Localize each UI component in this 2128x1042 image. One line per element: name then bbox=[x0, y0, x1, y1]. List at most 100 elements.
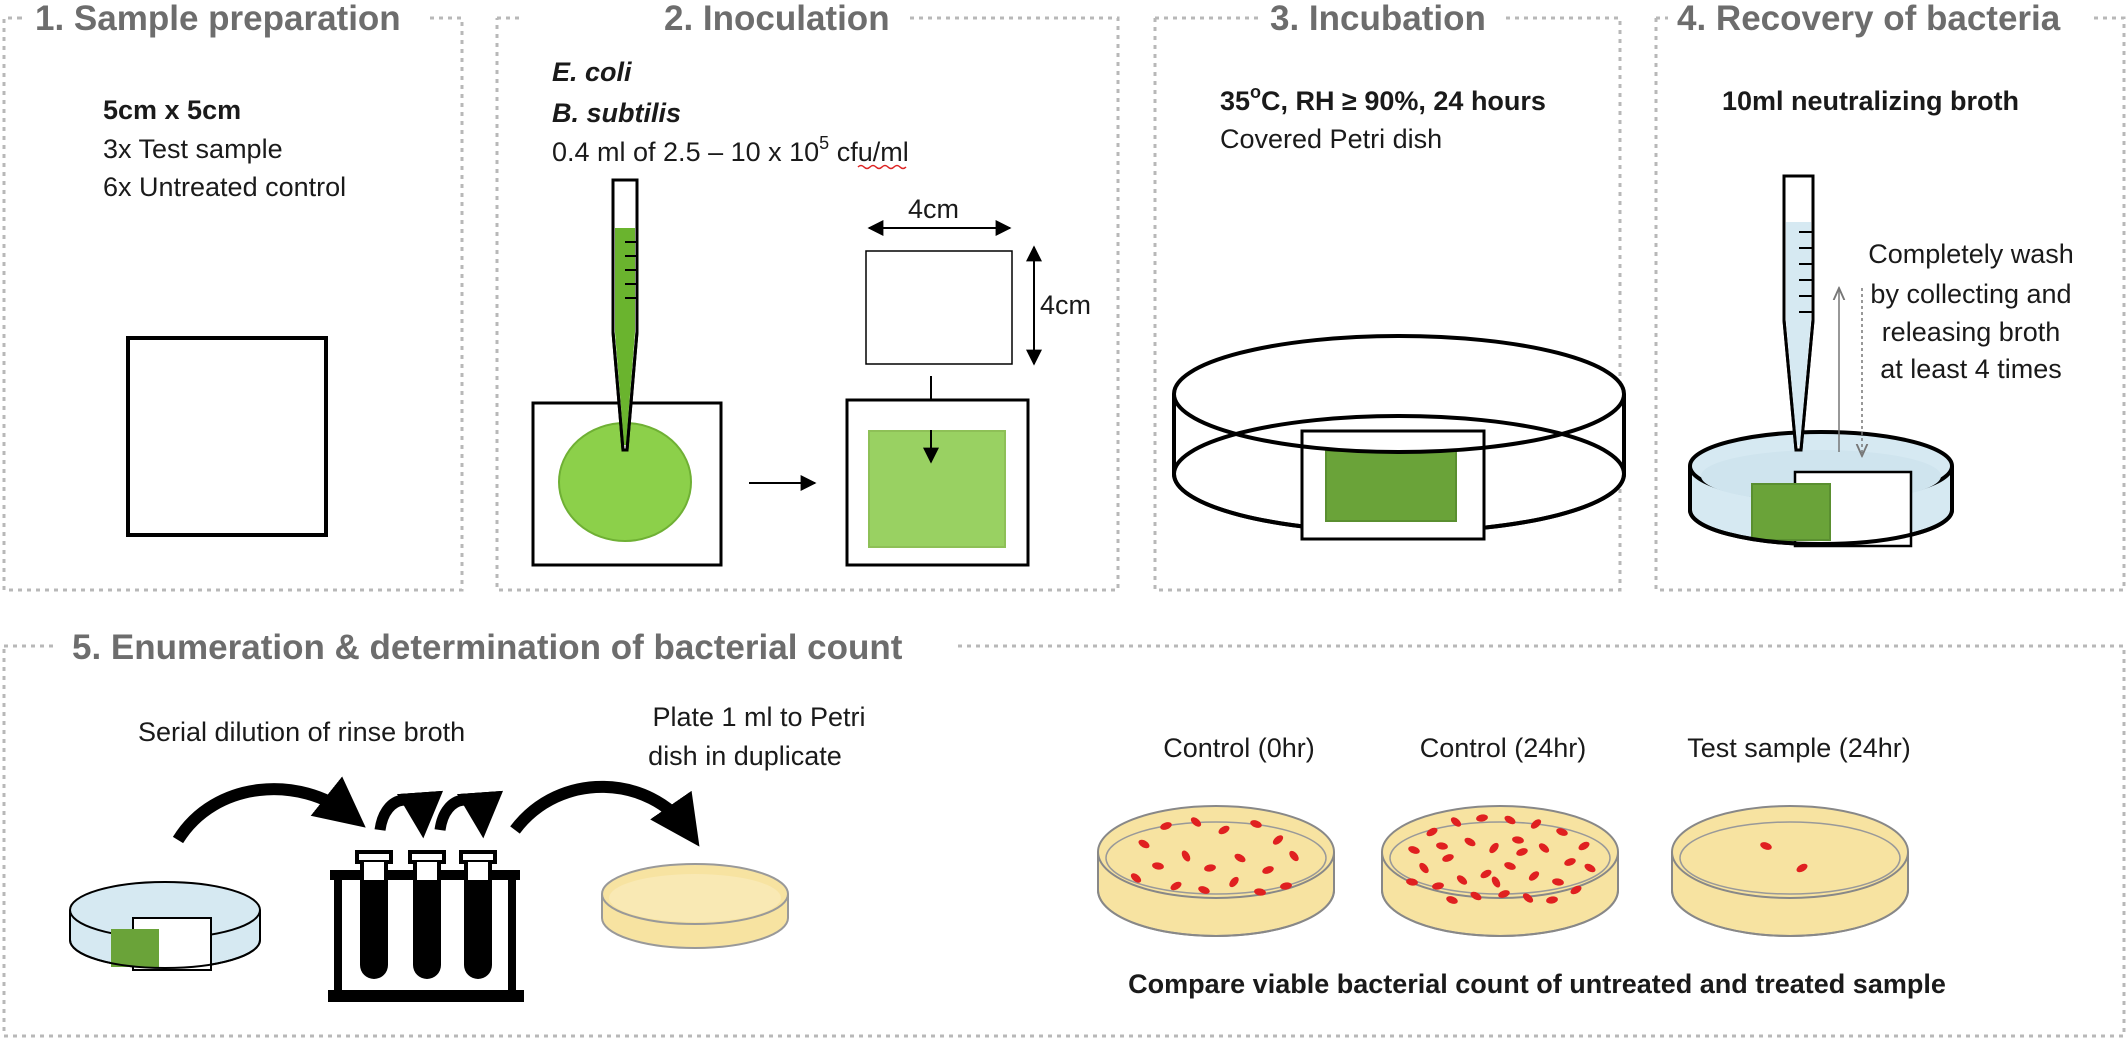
colony bbox=[1491, 876, 1501, 888]
colony bbox=[1564, 858, 1576, 866]
colony bbox=[1254, 888, 1266, 896]
pipette-icon bbox=[1782, 174, 1815, 452]
curved-arrow-icon bbox=[434, 790, 504, 839]
colony bbox=[1272, 835, 1284, 845]
colony bbox=[1516, 848, 1528, 856]
colony bbox=[1262, 866, 1274, 874]
colony bbox=[1234, 853, 1246, 863]
colony bbox=[1446, 896, 1458, 904]
covered-dish-label: Covered Petri dish bbox=[1220, 124, 1442, 154]
colony bbox=[1584, 863, 1596, 873]
colony bbox=[1408, 846, 1420, 854]
colony bbox=[1419, 862, 1429, 874]
colony bbox=[1538, 843, 1550, 853]
panel-title: 2. Inoculation bbox=[664, 0, 890, 38]
colony bbox=[1760, 842, 1772, 850]
colony bbox=[1578, 841, 1590, 851]
control-count: 6x Untreated control bbox=[103, 172, 346, 202]
colony bbox=[1152, 862, 1164, 870]
wash-instruction-line-3: releasing broth bbox=[1882, 317, 2061, 347]
incubation-conditions: 35oC, RH ≥ 90%, 24 hours bbox=[1220, 82, 1546, 116]
wash-instruction-line-4: at least 4 times bbox=[1880, 354, 2062, 384]
result-dish-control-0hr bbox=[1097, 805, 1335, 937]
panel-enumeration: 5. Enumeration & determination of bacter… bbox=[2, 628, 2126, 1038]
petri-dish-with-broth bbox=[1688, 430, 1954, 548]
colony bbox=[1289, 850, 1299, 862]
colony bbox=[1160, 822, 1172, 830]
agar-petri-dish-icon bbox=[601, 863, 789, 949]
inoculated-area bbox=[868, 430, 1006, 548]
test-tube-1 bbox=[355, 850, 393, 979]
result-label-control-24hr: Control (24hr) bbox=[1420, 733, 1587, 763]
inoculum-dose: 0.4 ml of 2.5 – 10 x 105 cfu/ml bbox=[552, 133, 909, 167]
panel-title: 4. Recovery of bacteria bbox=[1677, 0, 2061, 38]
colony bbox=[1436, 842, 1448, 850]
colony bbox=[1181, 850, 1191, 862]
broth-volume: 10ml neutralizing broth bbox=[1722, 86, 2019, 116]
panel-title: 3. Incubation bbox=[1270, 0, 1486, 38]
panel-title: 1. Sample preparation bbox=[35, 0, 401, 38]
colony bbox=[1170, 881, 1182, 891]
result-label-control-0hr: Control (0hr) bbox=[1163, 733, 1315, 763]
panel-title: 5. Enumeration & determination of bacter… bbox=[72, 628, 903, 667]
colony bbox=[1138, 839, 1150, 849]
colony bbox=[1218, 825, 1230, 835]
rinse-petri-dish-icon bbox=[69, 881, 261, 971]
curved-arrow-icon bbox=[510, 780, 700, 847]
test-tube-2 bbox=[408, 850, 446, 979]
colony bbox=[1406, 878, 1418, 886]
petri-dish-icon bbox=[1172, 334, 1626, 541]
curved-arrow-icon bbox=[172, 776, 366, 844]
sample-covered bbox=[845, 398, 1030, 567]
colony bbox=[1229, 876, 1239, 888]
cover-film: 4cm 4cm bbox=[865, 194, 1091, 464]
plate-instruction-line-1: Plate 1 ml to Petri bbox=[652, 702, 865, 732]
colony bbox=[1464, 837, 1476, 847]
colony bbox=[1280, 882, 1292, 890]
colony bbox=[1552, 878, 1564, 886]
colony bbox=[1450, 817, 1462, 827]
colony bbox=[1528, 871, 1540, 881]
colony bbox=[1432, 882, 1444, 890]
colony bbox=[1480, 869, 1492, 879]
organism-e-coli: E. coli bbox=[552, 57, 632, 87]
colony bbox=[1522, 893, 1534, 903]
fabric-sample-square bbox=[126, 336, 328, 537]
colony bbox=[1198, 886, 1210, 894]
panel-incubation: 3. Incubation 35oC, RH ≥ 90%, 24 hours C… bbox=[1153, 0, 1626, 592]
colony bbox=[1556, 828, 1568, 836]
test-tube-rack-icon bbox=[328, 850, 524, 1002]
colony bbox=[1130, 873, 1142, 883]
colony bbox=[1250, 820, 1262, 828]
colony bbox=[1204, 864, 1216, 872]
colony bbox=[1796, 863, 1808, 873]
panel-sample-preparation: 1. Sample preparation 5cm x 5cm 3x Test … bbox=[2, 0, 464, 592]
serial-dilution-label: Serial dilution of rinse broth bbox=[138, 717, 465, 747]
colony bbox=[1504, 862, 1516, 870]
colony bbox=[1190, 817, 1202, 827]
film-width-label: 4cm bbox=[908, 194, 959, 224]
result-dish-control-24hr bbox=[1381, 805, 1619, 937]
test-tube-3 bbox=[459, 850, 497, 979]
plate-instruction-line-2: dish in duplicate bbox=[648, 741, 842, 771]
colony bbox=[1442, 854, 1454, 862]
colony bbox=[1570, 885, 1582, 895]
comparison-statement: Compare viable bacterial count of untrea… bbox=[1128, 969, 1946, 999]
sample-size: 5cm x 5cm bbox=[103, 95, 241, 125]
colony bbox=[1530, 819, 1542, 829]
colony bbox=[1476, 814, 1488, 822]
pipette-icon bbox=[611, 178, 639, 452]
result-label-test-24hr: Test sample (24hr) bbox=[1687, 733, 1911, 763]
colony bbox=[1426, 827, 1438, 837]
colony bbox=[1456, 875, 1468, 885]
panel-recovery: 4. Recovery of bacteria 10ml neutralizin… bbox=[1654, 0, 2126, 592]
organism-b-subtilis: B. subtilis bbox=[552, 98, 681, 128]
colony bbox=[1512, 836, 1524, 844]
colony bbox=[1489, 842, 1499, 854]
colony bbox=[1546, 896, 1558, 904]
film-height-label: 4cm bbox=[1040, 290, 1091, 320]
colony bbox=[1470, 891, 1482, 901]
colony bbox=[1498, 890, 1510, 898]
colony bbox=[1504, 815, 1516, 825]
